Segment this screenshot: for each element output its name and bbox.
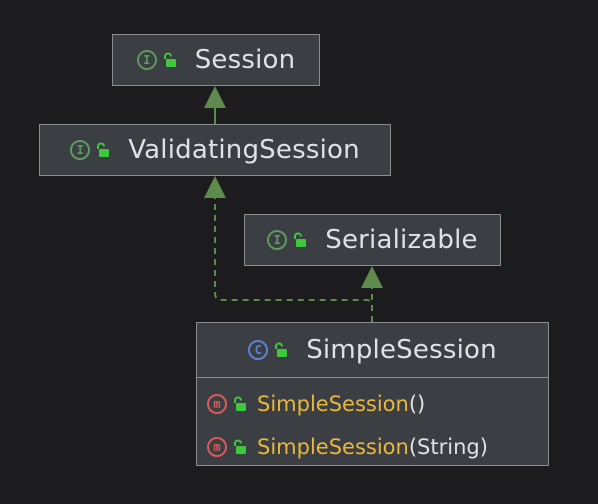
node-title: ValidatingSession (128, 135, 360, 165)
node-header: I Session (113, 35, 319, 85)
node-session[interactable]: I Session (112, 34, 320, 86)
node-header: I ValidatingSession (40, 125, 390, 175)
node-serializable[interactable]: I Serializable (244, 214, 501, 266)
method-icon: m (207, 436, 227, 457)
member-name: SimpleSession (257, 434, 409, 459)
unlocked-lock-icon (163, 52, 176, 67)
edge-simplesession-implements-validatingsession (214, 196, 373, 322)
node-header: I Serializable (245, 215, 500, 265)
constructor-member[interactable]: m SimpleSession() (197, 382, 548, 425)
unlocked-lock-icon (275, 342, 288, 357)
constructor-member[interactable]: m SimpleSession(String) (197, 425, 548, 468)
node-simplesession[interactable]: C SimpleSession m SimpleSession() m Simp… (196, 322, 549, 466)
member-list: m SimpleSession() m SimpleSession(String… (197, 377, 548, 468)
member-params: () (408, 391, 426, 416)
arrowhead-session (204, 86, 226, 108)
unlocked-lock-icon (234, 439, 246, 454)
arrowhead-serializable (361, 266, 383, 288)
node-validatingsession[interactable]: I ValidatingSession (39, 124, 391, 176)
node-title: Serializable (325, 225, 478, 255)
member-name: SimpleSession (257, 391, 409, 416)
interface-icon: I (267, 230, 288, 250)
member-params: (String) (408, 434, 488, 459)
unlocked-lock-icon (294, 232, 307, 247)
method-icon: m (207, 393, 227, 414)
interface-icon: I (136, 50, 157, 70)
interface-icon: I (70, 140, 91, 160)
arrowhead-validatingsession (204, 176, 226, 198)
class-icon: C (248, 340, 269, 360)
unlocked-lock-icon (234, 396, 246, 411)
node-title: SimpleSession (306, 335, 497, 365)
node-title: Session (194, 45, 296, 75)
unlocked-lock-icon (97, 142, 110, 157)
node-header: C SimpleSession (197, 323, 548, 377)
